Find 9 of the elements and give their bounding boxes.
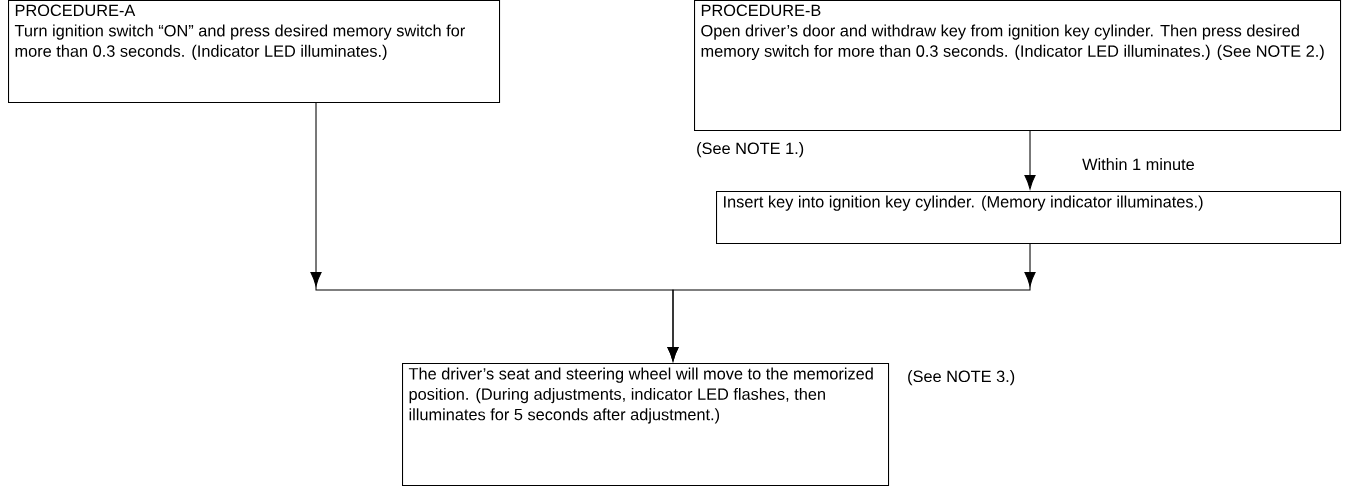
edge-label: Within 1 minute [1080,156,1197,172]
note-label: (See NOTE 1.) [697,142,804,158]
arrow [1024,130,1036,190]
process-box: Insert key into ignition key cylinder. (Memory indicator illuminates.) [716,191,1342,245]
process-box: PROCEDURE-B Open driver’s door and withdraw key from ignition key cylinder. Then press desired memory switch for more than 0.3 seconds. (Indicator LED illuminates.) (See NOTE 2.) [694,0,1342,132]
process-box: The driver’s seat and steering wheel will move to the memorized position. (During adjustments, indicator LED flashes, then illuminates for 5 seconds after adjustment.) [402,363,890,487]
note-label: (See NOTE 3.) [908,370,1015,386]
process-box: PROCEDURE-A Turn ignition switch “ON” and press desired memory switch for more than 0.3 seconds. (Indicator LED illuminates.) [8,0,501,104]
arrow [667,243,1036,362]
